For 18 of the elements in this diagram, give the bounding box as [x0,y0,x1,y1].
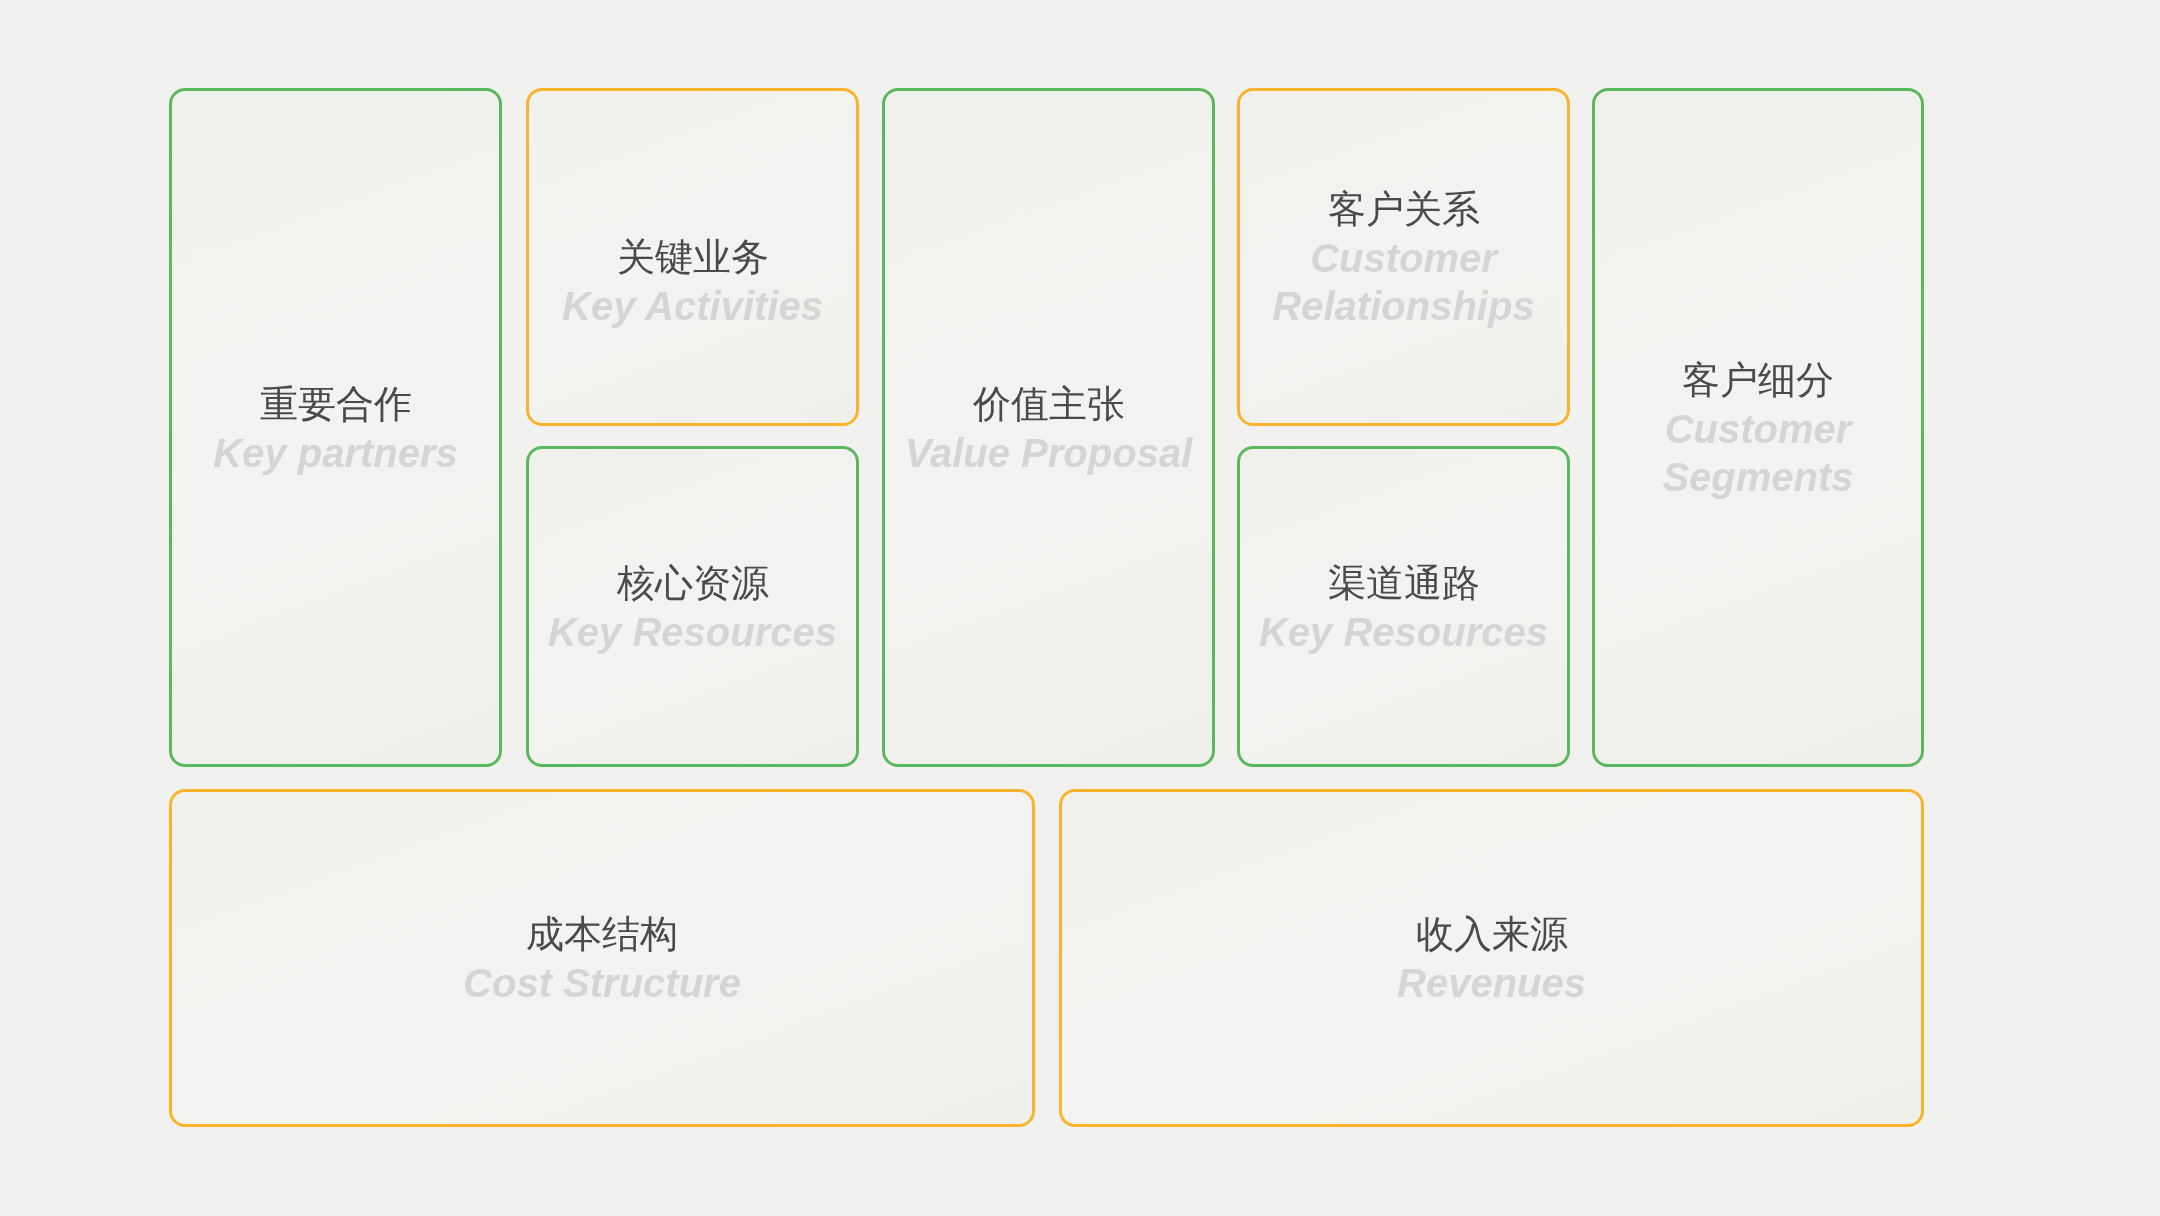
card-title: 渠道通路 [1327,560,1480,606]
canvas-card [526,446,859,767]
canvas-card [1059,789,1924,1127]
card-title: 重要合作 [259,381,412,427]
canvas-card [526,88,859,426]
card-title: 客户关系 [1327,187,1480,232]
canvas-card [1592,88,1924,767]
card-title: 关键业务 [616,235,769,280]
card-title: 价值主张 [972,381,1125,427]
canvas-card [1237,88,1570,426]
card-title: 成本结构 [526,912,678,957]
canvas-card [169,789,1035,1127]
card-title: 核心资源 [616,560,769,606]
canvas-card [169,88,502,767]
card-title: 收入来源 [1415,912,1568,957]
canvas-card [882,88,1215,767]
card-title: 客户细分 [1682,357,1834,403]
canvas-card [1237,446,1570,767]
